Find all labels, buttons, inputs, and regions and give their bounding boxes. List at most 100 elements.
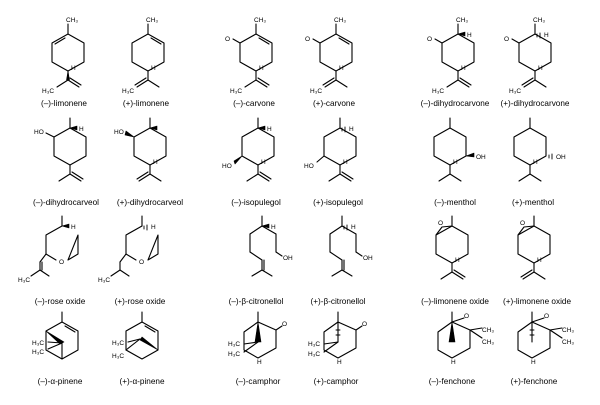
caption-plus-menthol: (+)-menthol: [512, 198, 554, 207]
structure-plus-fenchone: O CH₃ CH₃ H: [517, 311, 574, 366]
caption-minus-dihydrocarveol: (–)-dihydrocarveol: [33, 198, 99, 207]
structure-plus-carvone: CH₃ O H H₃C: [305, 17, 353, 95]
svg-text:H: H: [339, 65, 344, 72]
structure-minus-limonene: CH₃ H H₃C: [42, 17, 85, 95]
svg-text:OH: OH: [556, 154, 566, 161]
caption-plus-alpha-pinene: (+)-α-pinene: [119, 377, 164, 386]
structure-minus-fenchone: O CH₃ CH₃ H: [437, 311, 494, 366]
structure-plus-rose-oxide: O H H₃C: [98, 215, 159, 284]
svg-text:H: H: [343, 159, 348, 166]
caption-minus-menthol: (–)-menthol: [434, 198, 476, 207]
svg-text:CH₃: CH₃: [482, 327, 494, 334]
svg-text:CH₃: CH₃: [66, 17, 78, 24]
caption-minus-dihydrocarvone: (–)-dihydrocarvone: [421, 99, 490, 108]
svg-text:HO: HO: [114, 129, 124, 136]
svg-text:H₃C: H₃C: [18, 277, 30, 284]
svg-text:O: O: [59, 259, 64, 266]
structure-minus-dihydrocarveol: H HO: [34, 117, 87, 182]
svg-text:CH₃: CH₃: [562, 339, 574, 346]
structure-plus-camphor: O H₃C H₃C H: [308, 311, 367, 366]
svg-text:H: H: [531, 359, 536, 366]
svg-text:H₃C: H₃C: [308, 341, 320, 348]
svg-text:H₃C: H₃C: [122, 88, 134, 95]
svg-text:HO: HO: [222, 163, 232, 170]
structure-plus-citronellol: H OH: [329, 215, 373, 277]
svg-text:O: O: [438, 220, 443, 227]
svg-text:H₃C: H₃C: [432, 88, 444, 95]
svg-text:CH₃: CH₃: [334, 17, 346, 24]
caption-plus-fenchone: (+)-fenchone: [511, 377, 558, 386]
svg-text:CH₃: CH₃: [533, 17, 545, 24]
svg-text:H₃C: H₃C: [112, 340, 124, 347]
svg-text:O: O: [544, 313, 549, 320]
caption-plus-isopulegol: (+)-isopulegol: [313, 198, 363, 207]
structure-minus-dihydrocarvone: CH₃ H O H H₃C: [427, 17, 475, 95]
svg-text:H₃C: H₃C: [509, 88, 521, 95]
caption-minus-rose-oxide: (–)-rose oxide: [35, 297, 86, 306]
svg-text:H₃C: H₃C: [230, 88, 242, 95]
svg-text:H: H: [467, 32, 472, 39]
structure-minus-isopulegol: H HO H: [222, 117, 275, 182]
svg-text:H: H: [71, 224, 76, 231]
svg-text:O: O: [504, 36, 509, 43]
svg-text:H₃C: H₃C: [308, 351, 320, 358]
svg-text:CH₃: CH₃: [456, 17, 468, 24]
caption-minus-citronellol: (–)-β-citronellol: [229, 297, 284, 306]
caption-minus-carvone: (–)-carvone: [233, 99, 275, 108]
svg-text:O: O: [464, 313, 469, 320]
svg-text:CH₃: CH₃: [562, 327, 574, 334]
svg-text:H: H: [71, 65, 76, 72]
svg-text:O: O: [225, 36, 230, 43]
caption-minus-alpha-pinene: (–)-α-pinene: [38, 377, 83, 386]
svg-text:H₃C: H₃C: [32, 349, 44, 356]
svg-text:O: O: [362, 321, 367, 328]
structure-plus-limonene: CH₃ H H₃C: [122, 17, 165, 95]
svg-text:CH₃: CH₃: [254, 17, 266, 24]
svg-text:CH₃: CH₃: [482, 339, 494, 346]
svg-text:H₃C: H₃C: [42, 88, 54, 95]
svg-text:H: H: [351, 224, 356, 231]
svg-text:H: H: [151, 65, 156, 72]
svg-text:H: H: [259, 65, 264, 72]
svg-text:H: H: [451, 359, 456, 366]
svg-text:HO: HO: [34, 129, 44, 136]
structure-plus-menthol: OH H: [513, 117, 566, 182]
svg-text:H: H: [461, 65, 466, 72]
svg-text:OH: OH: [363, 255, 373, 262]
svg-text:H: H: [337, 359, 342, 366]
svg-text:H: H: [538, 65, 543, 72]
structure-minus-alpha-pinene: H₃C H₃C: [32, 311, 79, 360]
caption-minus-isopulegol: (–)-isopulegol: [231, 198, 281, 207]
structure-minus-carvone: CH₃ O H H₃C: [225, 17, 273, 95]
svg-text:O: O: [282, 321, 287, 328]
svg-text:H: H: [455, 257, 460, 264]
caption-minus-camphor: (–)-camphor: [236, 377, 281, 386]
caption-plus-dihydrocarveol: (+)-dihydrocarveol: [117, 198, 183, 207]
caption-minus-fenchone: (–)-fenchone: [429, 377, 476, 386]
svg-text:H₃C: H₃C: [228, 341, 240, 348]
caption-plus-rose-oxide: (+)-rose oxide: [115, 297, 166, 306]
svg-text:H₃C: H₃C: [98, 277, 110, 284]
svg-text:CH₃: CH₃: [146, 17, 158, 24]
caption-minus-limonene-oxide: (–)-limonene oxide: [421, 297, 489, 306]
structure-plus-isopulegol: H HO H: [304, 117, 357, 182]
svg-text:H: H: [537, 257, 542, 264]
svg-text:O: O: [520, 220, 525, 227]
svg-text:H: H: [533, 159, 538, 166]
svg-text:O: O: [139, 259, 144, 266]
caption-plus-citronellol: (+)-β-citronellol: [311, 297, 366, 306]
svg-text:H: H: [267, 126, 272, 133]
structure-plus-limonene-oxide: O H: [517, 215, 551, 280]
svg-text:O: O: [305, 36, 310, 43]
caption-minus-limonene: (–)-limonene: [41, 99, 87, 108]
svg-text:H: H: [79, 126, 84, 133]
caption-plus-limonene-oxide: (+)-limonene oxide: [503, 297, 571, 306]
caption-plus-limonene: (+)-limonene: [123, 99, 170, 108]
svg-text:OH: OH: [476, 154, 486, 161]
svg-text:H: H: [153, 159, 158, 166]
structure-plus-alpha-pinene: H₃C H₃C: [112, 311, 159, 360]
svg-text:H₃C: H₃C: [32, 340, 44, 347]
svg-text:O: O: [427, 36, 432, 43]
structure-minus-menthol: OH H: [433, 117, 486, 182]
